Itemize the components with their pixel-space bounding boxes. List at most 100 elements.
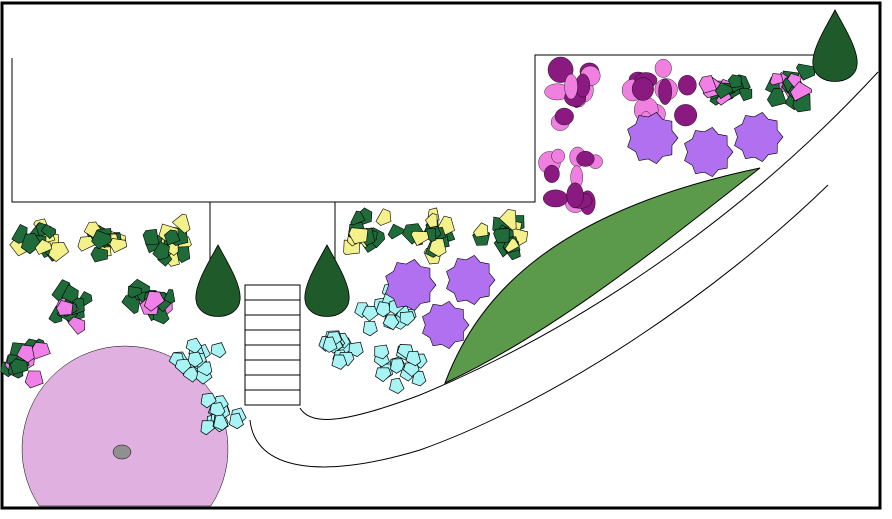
leaf	[24, 370, 44, 389]
petal	[375, 367, 392, 383]
leaf	[10, 358, 29, 375]
petal	[200, 392, 217, 409]
cyan-flower-cluster	[200, 392, 247, 436]
petal	[322, 336, 338, 353]
yellow-flower-shrub	[472, 209, 529, 261]
leaf	[410, 230, 430, 247]
leaf	[34, 239, 53, 255]
petal	[331, 354, 348, 370]
leaf	[504, 238, 520, 253]
leaf	[67, 316, 86, 335]
flower	[678, 75, 697, 96]
leaf	[375, 208, 392, 226]
lavender-shrub	[734, 112, 784, 162]
evergreen-tree	[304, 244, 350, 317]
petal	[362, 320, 378, 337]
leaf	[143, 291, 165, 312]
leaf	[473, 222, 489, 238]
leaf	[727, 74, 742, 89]
leaf	[387, 223, 405, 240]
pink-flower-shrub	[121, 278, 176, 325]
walkway-path	[249, 184, 829, 468]
leaf	[152, 241, 170, 261]
leaf	[350, 210, 366, 226]
pink-flower-shrub	[698, 74, 753, 106]
magenta-flower-cluster	[544, 56, 601, 131]
leaf	[766, 88, 787, 108]
petal	[399, 311, 416, 326]
petal	[200, 420, 216, 436]
lavender-shrub	[385, 259, 437, 311]
petal	[382, 314, 400, 331]
flower	[547, 56, 574, 83]
yellow-flower-shrub	[142, 213, 192, 267]
leaf	[769, 73, 784, 86]
leaf	[29, 342, 51, 360]
fire-pit	[112, 444, 132, 460]
patio-circle	[21, 345, 229, 507]
lavender-shrub	[684, 127, 734, 177]
petal	[375, 301, 391, 318]
leaf	[16, 344, 35, 363]
flower	[575, 73, 591, 98]
petal	[411, 370, 427, 387]
petal	[174, 358, 192, 375]
flower	[631, 77, 654, 101]
flower	[674, 104, 698, 127]
yellow-flower-shrub	[343, 207, 405, 255]
leaf	[56, 299, 74, 316]
yellow-flower-shrub	[9, 218, 70, 262]
leaf	[20, 232, 42, 255]
pink-flower-shrub	[765, 63, 816, 113]
lavender-shrub	[422, 301, 470, 349]
petal	[405, 350, 422, 367]
cyan-flower-cluster	[354, 283, 417, 337]
yellow-flower-shrub	[402, 207, 456, 265]
evergreen-tree	[812, 9, 858, 82]
flower	[543, 189, 568, 208]
leaf	[142, 228, 160, 246]
lavender-shrub	[627, 112, 679, 164]
leaf	[163, 229, 181, 246]
flower	[551, 148, 565, 164]
petal	[187, 351, 204, 368]
flower	[554, 107, 574, 126]
leaf	[171, 213, 191, 234]
magenta-flower-cluster	[538, 146, 603, 215]
flower	[544, 164, 560, 183]
leaf	[40, 224, 57, 240]
petal	[389, 377, 405, 395]
leaf	[498, 209, 517, 231]
yellow-flower-shrub	[77, 221, 128, 263]
leaf	[61, 284, 79, 303]
leaf	[698, 75, 718, 94]
flower	[654, 59, 672, 78]
leaf	[425, 213, 438, 228]
petal	[374, 344, 390, 360]
leaf	[77, 236, 96, 252]
pink-flower-shrub	[48, 279, 93, 335]
flower	[658, 78, 672, 105]
leaf	[790, 81, 813, 102]
leaf	[348, 227, 369, 244]
steps	[244, 284, 301, 406]
flower	[566, 182, 584, 209]
petal	[361, 305, 379, 322]
cyan-flower-cluster	[318, 330, 364, 370]
leaf	[91, 229, 112, 250]
leaf	[90, 246, 108, 263]
flower	[564, 73, 578, 100]
lawn-bed	[444, 167, 761, 384]
leaf	[738, 87, 753, 102]
leaf	[109, 238, 128, 253]
petal	[213, 414, 229, 431]
leaf	[127, 285, 142, 299]
petal	[348, 341, 364, 358]
leaf	[493, 228, 510, 244]
leaf	[121, 295, 141, 315]
pink-flower-shrub	[0, 338, 51, 389]
evergreen-tree	[195, 244, 241, 317]
cyan-flower-cluster	[168, 337, 227, 385]
flower	[576, 150, 595, 167]
